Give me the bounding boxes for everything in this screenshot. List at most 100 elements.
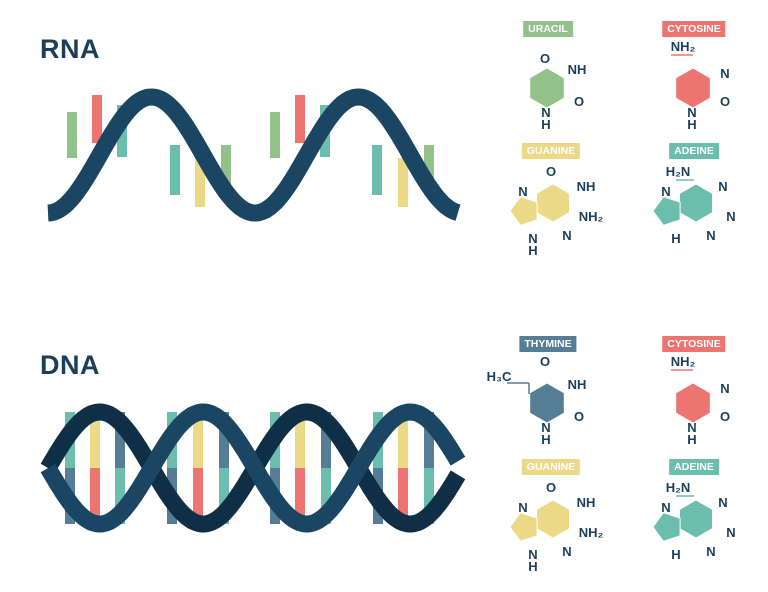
atom-label: H₃C [487, 369, 512, 384]
dna-base-rung-bottom [424, 468, 434, 524]
atom-label: N [541, 420, 550, 435]
molecule-label-cytosine: CYTOSINE [662, 21, 726, 37]
dna-title: DNA [40, 350, 100, 380]
purine-hexagon [536, 499, 570, 539]
atom-label: N [661, 184, 670, 199]
rna-base-rung [92, 95, 102, 143]
pyrimidine-ring [529, 67, 565, 109]
dna-base-rung-bottom [193, 468, 203, 524]
purine-pentagon [509, 196, 538, 226]
atom-label: NH₂ [579, 525, 604, 540]
atom-label: H [528, 559, 537, 574]
dna-base-rung-bottom [219, 468, 229, 524]
pyrimidine-ring [675, 67, 711, 109]
atom-label: O [540, 354, 550, 369]
dna-base-rung-top [424, 412, 434, 468]
purine-hexagon [679, 499, 713, 539]
dna-base-rung-top [193, 412, 203, 468]
purine-pentagon [652, 512, 681, 542]
molecule-label-cytosine: CYTOSINE [662, 336, 726, 352]
dna-backbone-strand-2 [40, 403, 466, 533]
atom-label: H [671, 547, 680, 562]
rna-base-rung [295, 95, 305, 143]
atom-label: N [687, 420, 696, 435]
atom-label: H [528, 243, 537, 258]
dna-base-rung-bottom [321, 468, 331, 524]
dna-base-rung-top [295, 412, 305, 468]
atom-label: N [528, 231, 537, 246]
atom-label: NH₂ [671, 354, 696, 369]
atom-label: N [562, 544, 571, 559]
rna-base-rung [398, 158, 408, 207]
atom-label: O [720, 94, 730, 109]
molecule-label-guanine: GUANINE [521, 459, 581, 475]
pyrimidine-ring [675, 382, 711, 424]
atom-label: N [718, 495, 727, 510]
dna-base-rung-top [219, 412, 229, 468]
rna-helix [47, 88, 461, 222]
atom-label: N [726, 209, 735, 224]
rna-base-rung [270, 112, 280, 158]
rna-backbone [47, 88, 461, 222]
atom-label: O [546, 480, 556, 495]
atom-label: NH₂ [671, 39, 696, 54]
atom-label: H [541, 432, 550, 447]
dna-base-rung-top [321, 412, 331, 468]
atom-label: NH [577, 495, 596, 510]
purine-hexagon [679, 183, 713, 223]
dna-base-rung-top [115, 412, 125, 468]
atom-label: O [574, 94, 584, 109]
purine-hexagon [536, 183, 570, 223]
atom-label: H₂N [666, 480, 691, 495]
dna-base-rung-bottom [90, 468, 100, 524]
atom-label: N [541, 105, 550, 120]
dna-base-rung-top [398, 412, 408, 468]
atom-label: H [687, 117, 696, 132]
rna-base-rung [424, 145, 434, 195]
atom-label: N [720, 381, 729, 396]
atom-label: N [718, 179, 727, 194]
rna-base-rung [221, 145, 231, 195]
rna-base-rung [195, 158, 205, 207]
atom-label: N [706, 228, 715, 243]
molecule-label-adeine: ADEINE [669, 143, 719, 159]
rna-base-rung [67, 112, 77, 158]
atom-label: NH₂ [579, 209, 604, 224]
atom-label: O [574, 409, 584, 424]
molecule-label-adeine: ADEINE [669, 459, 719, 475]
rna-base-rung [372, 145, 382, 195]
atom-label: N [726, 525, 735, 540]
purine-pentagon [652, 196, 681, 226]
molecule-label-uracil: URACIL [523, 21, 573, 37]
dna-base-rung-bottom [115, 468, 125, 524]
dna-base-rung-top [90, 412, 100, 468]
atom-label: N [518, 500, 527, 515]
dna-base-rung-bottom [295, 468, 305, 524]
atom-label: N [687, 105, 696, 120]
rna-base-rung [170, 145, 180, 195]
atom-label: O [720, 409, 730, 424]
atom-label: H [541, 117, 550, 132]
molecule-label-guanine: GUANINE [521, 143, 581, 159]
atom-label: N [720, 66, 729, 81]
atom-label: N [562, 228, 571, 243]
atom-label: N [706, 544, 715, 559]
atom-label: NH [568, 62, 587, 77]
atom-label: O [540, 51, 550, 66]
atom-label: H₂N [666, 164, 691, 179]
atom-label: O [546, 164, 556, 179]
molecule-label-thymine: THYMINE [519, 336, 577, 352]
dna-base-rung-bottom [398, 468, 408, 524]
atom-label: H [671, 231, 680, 246]
atom-label: NH [568, 377, 587, 392]
dna-helix [40, 403, 466, 533]
